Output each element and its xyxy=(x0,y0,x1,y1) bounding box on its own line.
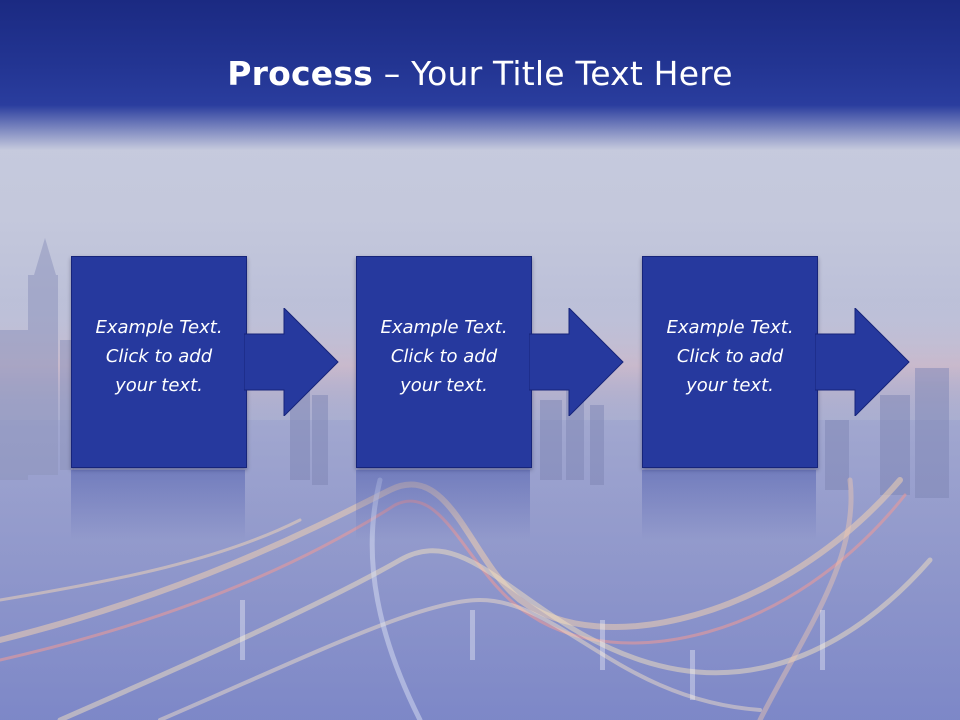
process-step-2-text: Example Text. Click to add your text. xyxy=(357,313,531,400)
step-2-line-1: Example Text. xyxy=(380,317,508,338)
step-1-reflection xyxy=(71,470,245,540)
process-arrow-2-icon xyxy=(529,308,624,416)
step-2-line-3: your text. xyxy=(400,375,488,396)
step-1-line-1: Example Text. xyxy=(95,317,223,338)
step-3-reflection xyxy=(642,470,816,540)
step-3-line-2: Click to add xyxy=(676,346,784,367)
process-step-3-box[interactable]: Example Text. Click to add your text. xyxy=(642,256,818,468)
title-rest-text: – Your Title Text Here xyxy=(373,54,733,93)
step-1-line-3: your text. xyxy=(115,375,203,396)
step-3-line-3: your text. xyxy=(686,375,774,396)
process-arrow-1-icon xyxy=(244,308,339,416)
step-1-line-2: Click to add xyxy=(105,346,213,367)
step-2-reflection xyxy=(356,470,530,540)
slide-title[interactable]: Process – Your Title Text Here xyxy=(0,54,960,93)
process-arrow-3-icon xyxy=(815,308,910,416)
process-step-2-box[interactable]: Example Text. Click to add your text. xyxy=(356,256,532,468)
step-3-line-1: Example Text. xyxy=(666,317,794,338)
process-step-1-text: Example Text. Click to add your text. xyxy=(72,313,246,400)
step-2-line-2: Click to add xyxy=(390,346,498,367)
title-bar xyxy=(0,0,960,150)
process-step-1-box[interactable]: Example Text. Click to add your text. xyxy=(71,256,247,468)
title-bold-word: Process xyxy=(227,54,374,93)
process-step-3-text: Example Text. Click to add your text. xyxy=(643,313,817,400)
